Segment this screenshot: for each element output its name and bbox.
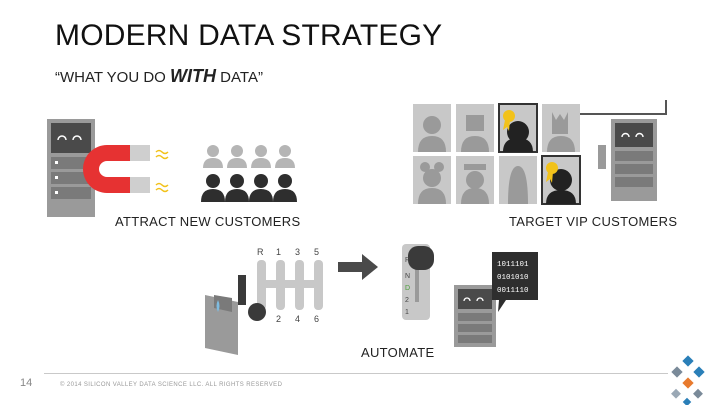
- gear-label-4: 4: [295, 314, 300, 324]
- shifter-label-2: 2: [405, 297, 409, 304]
- subtitle-after: DATA”: [216, 69, 263, 86]
- footer-divider: [44, 373, 668, 374]
- arrow-right-icon: [338, 254, 378, 280]
- gear-label-top: R 1 3 5 2 4 6: [257, 247, 319, 324]
- slide-subtitle: “WHAT YOU DO WITH DATA”: [55, 66, 263, 87]
- shifter-label-r: R: [405, 257, 410, 264]
- shifter-label-n: N: [405, 273, 410, 280]
- subtitle-emphasis: WITH: [170, 66, 216, 86]
- shifter-label-d: D: [405, 285, 410, 292]
- server-icon-bottom: [454, 285, 496, 347]
- gear-label-3: 3: [295, 247, 300, 257]
- binary-line-3: 0011110: [497, 287, 529, 295]
- subtitle-before: “WHAT YOU DO: [55, 69, 171, 86]
- caption-automate: AUTOMATE: [361, 345, 435, 360]
- gear-shift-icon: [205, 260, 323, 355]
- vip-portrait-grid: [413, 103, 581, 205]
- gear-label-1: 1: [276, 247, 281, 257]
- crowd-icon: [201, 145, 297, 202]
- caption-target: TARGET VIP CUSTOMERS: [509, 214, 678, 229]
- shifter-lever-icon: R N D 2 1: [402, 244, 434, 320]
- speech-bubble-icon: 1011101 0101010 0011110: [492, 252, 538, 312]
- company-logo-icon: [671, 355, 705, 405]
- magnet-icon: [83, 145, 169, 193]
- shifter-label-1: 1: [405, 309, 409, 316]
- gear-label-2: 2: [276, 314, 281, 324]
- page-number: 14: [20, 377, 33, 389]
- copyright-notice: © 2014 SILICON VALLEY DATA SCIENCE LLC. …: [60, 382, 283, 388]
- caption-attract: ATTRACT NEW CUSTOMERS: [115, 214, 301, 229]
- server-icon: [47, 119, 95, 217]
- binary-line-2: 0101010: [497, 274, 529, 282]
- slide-title: MODERN DATA STRATEGY: [55, 19, 443, 52]
- connector-line: [580, 100, 667, 169]
- vip-ribbon-icon: [503, 110, 558, 183]
- gear-label-6: 6: [314, 314, 319, 324]
- gear-label-5: 5: [314, 247, 319, 257]
- server-icon-right: [611, 119, 657, 201]
- binary-line-1: 1011101: [497, 261, 529, 269]
- gear-label-r: R: [257, 247, 264, 257]
